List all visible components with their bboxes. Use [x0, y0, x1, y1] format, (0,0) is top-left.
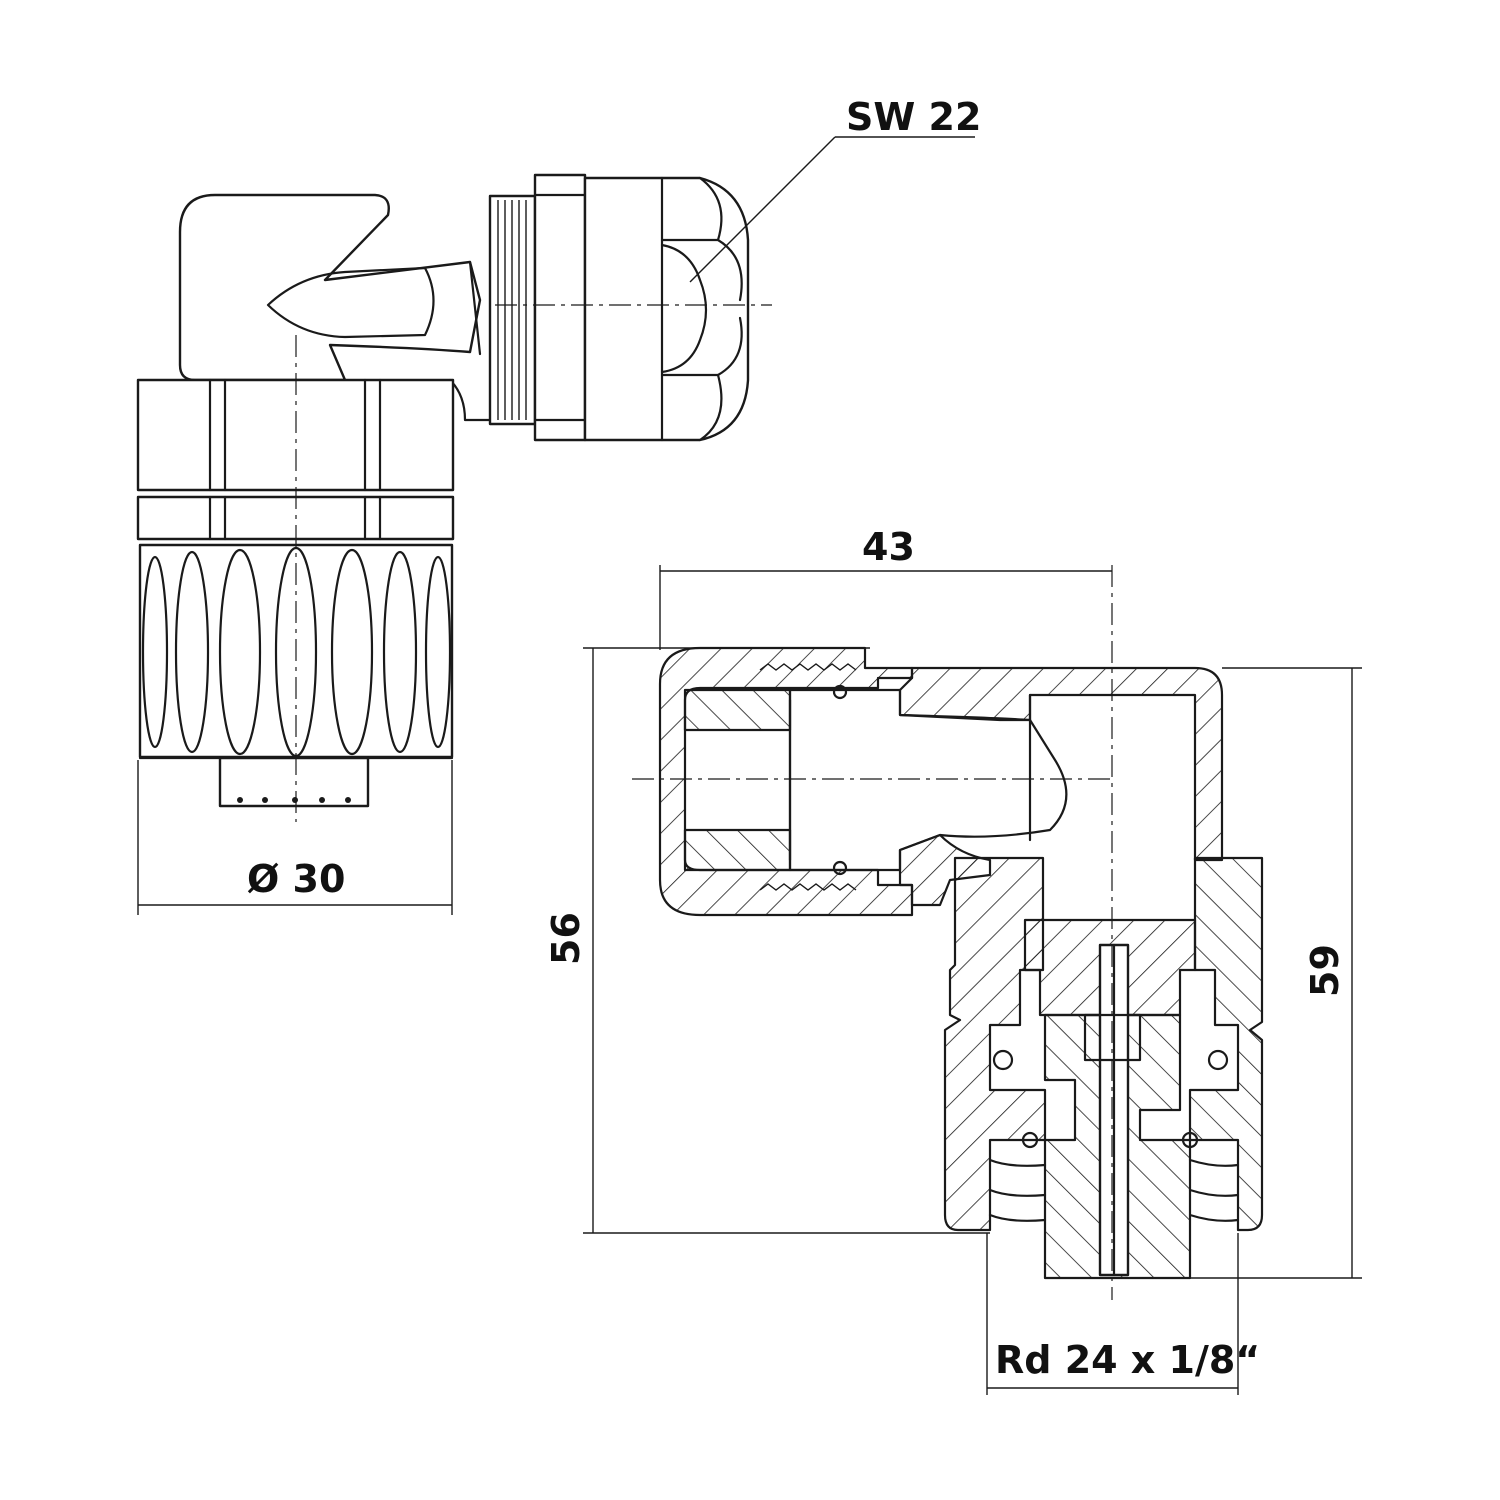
diameter-dimension: Ø 30	[137, 760, 453, 915]
cable-nut-section	[658, 646, 914, 917]
receptacle-right-wall	[1188, 856, 1264, 1232]
height-short-dimension: 56	[544, 647, 990, 1234]
sw22-label: SW 22	[846, 95, 981, 139]
angled-housing	[178, 193, 482, 382]
thread-label: Rd 24 x 1/8“	[995, 1338, 1260, 1382]
section-view: 43 56 59 Rd 24 x 1/8“	[544, 525, 1362, 1395]
bottom-plug	[218, 756, 370, 808]
thread-dimension: Rd 24 x 1/8“	[986, 1233, 1260, 1395]
height-short-label: 56	[544, 912, 588, 965]
diameter-label: Ø 30	[247, 857, 345, 901]
sw22-callout: SW 22	[689, 95, 981, 283]
housing-thread	[488, 194, 537, 426]
height-tall-dimension: 59	[1190, 667, 1362, 1279]
side-view: SW 22 Ø 30	[136, 95, 981, 915]
receptacle-left-wall	[943, 856, 1047, 1232]
hex-nut	[533, 173, 750, 442]
elbow-housing-section	[898, 666, 1224, 862]
housing-recess	[266, 266, 435, 339]
insert-section	[683, 688, 792, 732]
length-dimension: 43	[659, 525, 1112, 650]
length-label: 43	[862, 525, 915, 569]
height-tall-label: 59	[1303, 944, 1347, 997]
